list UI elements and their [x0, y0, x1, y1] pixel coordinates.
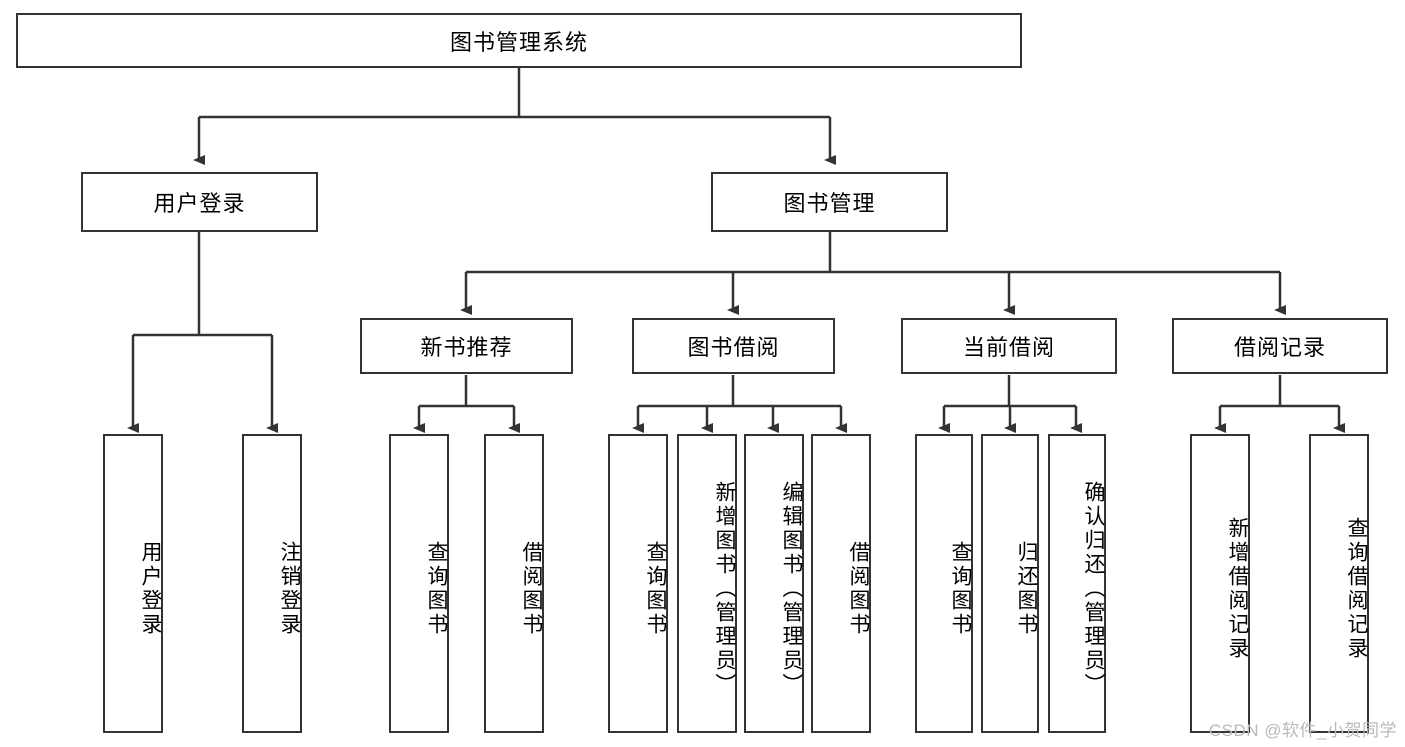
- node-label: 图书管理系统: [449, 29, 588, 55]
- node-leaf-borrow-query[interactable]: 查询图书: [608, 434, 668, 733]
- node-label: 新增图书（管理员）: [713, 480, 736, 697]
- node-leaf-newbook-query[interactable]: 查询图书: [389, 434, 449, 733]
- node-label: 查询图书: [644, 540, 667, 637]
- node-label: 确认归还（管理员）: [1082, 480, 1105, 697]
- node-label: 借阅图书: [520, 540, 543, 637]
- node-label: 查询图书: [425, 540, 448, 637]
- node-label: 查询图书: [949, 540, 972, 637]
- node-book-borrow[interactable]: 图书借阅: [632, 318, 835, 374]
- node-leaf-record-add[interactable]: 新增借阅记录: [1190, 434, 1250, 733]
- node-label: 编辑图书（管理员）: [780, 480, 803, 697]
- node-leaf-current-confirm-return[interactable]: 确认归还（管理员）: [1048, 434, 1106, 733]
- node-leaf-borrow-edit[interactable]: 编辑图书（管理员）: [744, 434, 804, 733]
- node-leaf-logout[interactable]: 注销登录: [242, 434, 302, 733]
- node-label: 用户登录: [153, 191, 246, 216]
- node-label: 图书借阅: [687, 335, 780, 360]
- node-label: 图书管理: [783, 191, 876, 216]
- node-leaf-newbook-borrow[interactable]: 借阅图书: [484, 434, 544, 733]
- node-label: 归还图书: [1015, 540, 1038, 637]
- node-leaf-current-return[interactable]: 归还图书: [981, 434, 1039, 733]
- node-root-system[interactable]: 图书管理系统: [16, 13, 1022, 68]
- node-label: 当前借阅: [962, 335, 1055, 360]
- node-label: 借阅记录: [1233, 335, 1326, 360]
- csdn-watermark: CSDN @软件_小贺同学: [1208, 721, 1397, 740]
- node-current-borrow[interactable]: 当前借阅: [901, 318, 1117, 374]
- node-label: 新书推荐: [420, 335, 513, 360]
- node-leaf-user-login[interactable]: 用户登录: [103, 434, 163, 733]
- node-borrow-record[interactable]: 借阅记录: [1172, 318, 1388, 374]
- node-book-management[interactable]: 图书管理: [711, 172, 948, 232]
- node-label: 借阅图书: [847, 540, 870, 637]
- node-new-book-recommend[interactable]: 新书推荐: [360, 318, 573, 374]
- node-leaf-borrow-add[interactable]: 新增图书（管理员）: [677, 434, 737, 733]
- node-leaf-record-query[interactable]: 查询借阅记录: [1309, 434, 1369, 733]
- node-label: 查询借阅记录: [1345, 516, 1368, 661]
- node-label: 新增借阅记录: [1226, 516, 1249, 661]
- node-label: 注销登录: [278, 540, 301, 637]
- node-leaf-current-query[interactable]: 查询图书: [915, 434, 973, 733]
- node-leaf-borrow-lend[interactable]: 借阅图书: [811, 434, 871, 733]
- node-label: 用户登录: [139, 540, 162, 637]
- node-user-login[interactable]: 用户登录: [81, 172, 318, 232]
